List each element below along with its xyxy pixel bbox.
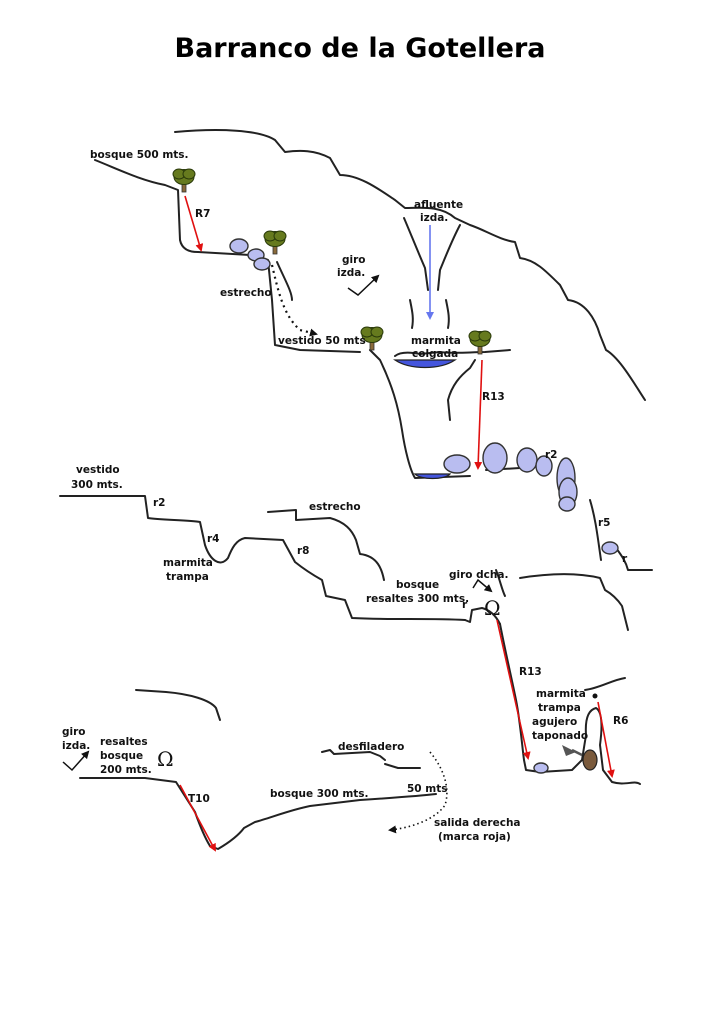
tree-icon xyxy=(263,230,287,255)
label-r7: R7 xyxy=(195,208,210,220)
label-r2: r2 xyxy=(545,449,557,461)
label-estrecho: estrecho xyxy=(220,287,272,299)
label-giro-izda: giro xyxy=(62,726,86,738)
label-giro-izda: izda. xyxy=(62,740,90,752)
label-agujero-taponado: taponado xyxy=(532,730,588,742)
turn-left-arrow xyxy=(347,274,380,296)
middle-section-walls xyxy=(59,495,653,631)
label-vestido-300: vestido xyxy=(76,464,120,476)
label-r: r xyxy=(622,553,628,565)
label-r8: r8 xyxy=(297,545,309,557)
pointer-arrow-head xyxy=(562,745,576,756)
label-resaltes-bosque: bosque xyxy=(100,750,143,762)
label-50-mts: 50 mts xyxy=(407,783,447,795)
tree-icon xyxy=(468,330,492,355)
label-giro-izda: izda. xyxy=(337,267,365,279)
label-afluente: izda. xyxy=(420,212,448,224)
turn-right-arrow xyxy=(472,578,493,593)
label-bosque-resaltes: bosque xyxy=(396,579,439,591)
clogged-hole xyxy=(582,749,598,771)
label-marmita-colgada: marmita xyxy=(411,335,461,347)
label-giro-izda: giro xyxy=(342,254,366,266)
label-t10: T10 xyxy=(188,793,210,805)
path-dotted-arrow xyxy=(270,264,318,337)
label-estrecho: estrecho xyxy=(309,501,361,513)
label-marmita-trampa: marmita xyxy=(163,557,213,569)
rappel-r7-arrow xyxy=(184,195,204,252)
rappel-r6-arrow xyxy=(597,701,615,778)
label-resaltes-bosque: 200 mts. xyxy=(100,764,152,776)
boulders-upper xyxy=(229,238,578,512)
label-r13: R13 xyxy=(519,666,542,678)
label-giro-dcha: giro dcha. xyxy=(449,569,508,581)
turn-left-arrow xyxy=(62,750,90,772)
bottom-pool xyxy=(413,473,452,480)
pointer-arrow xyxy=(571,748,583,757)
label-vestido-300: 300 mts. xyxy=(71,479,123,491)
label-r5: r5 xyxy=(598,517,610,529)
label-marmita-colgada: colgada xyxy=(412,348,458,360)
anchor-omega-icon: Ω xyxy=(484,596,501,620)
label-marmita-trampa: trampa xyxy=(538,702,581,714)
boulders-middle xyxy=(601,541,619,555)
label-agujero-taponado: agujero xyxy=(532,716,577,728)
label-bosque-500: bosque 500 mts. xyxy=(90,149,189,161)
label-salida-derecha: (marca roja) xyxy=(438,831,511,843)
lower-right-walls xyxy=(499,623,641,785)
label-r2: r2 xyxy=(153,497,165,509)
label-r: r xyxy=(462,599,468,611)
rappel-r13-arrow xyxy=(474,359,483,470)
label-salida-derecha: salida derecha xyxy=(434,817,521,829)
label-r13: R13 xyxy=(482,391,505,403)
label-r6: R6 xyxy=(613,715,628,727)
label-desfiladero: desfiladero xyxy=(338,741,404,753)
anchor-dot xyxy=(592,693,598,699)
label-afluente: afluente xyxy=(414,199,463,211)
boulder xyxy=(533,762,549,774)
label-marmita-trampa: trampa xyxy=(166,571,209,583)
page-title: Barranco de la Gotellera xyxy=(174,33,545,64)
anchor-omega-icon: Ω xyxy=(157,747,174,771)
label-resaltes-bosque: resaltes xyxy=(100,736,148,748)
bottom-section-walls xyxy=(79,689,437,850)
label-bosque-300: bosque 300 mts. xyxy=(270,788,369,800)
label-vestido-50: vestido 50 mts xyxy=(278,335,366,347)
rappel-t10-arrow xyxy=(179,784,216,852)
label-marmita-trampa: marmita xyxy=(536,688,586,700)
label-bosque-resaltes: resaltes 300 mts. xyxy=(366,593,469,605)
rappel-r13-arrow xyxy=(496,619,531,760)
hanging-pool xyxy=(393,359,457,369)
label-r4: r4 xyxy=(207,533,219,545)
